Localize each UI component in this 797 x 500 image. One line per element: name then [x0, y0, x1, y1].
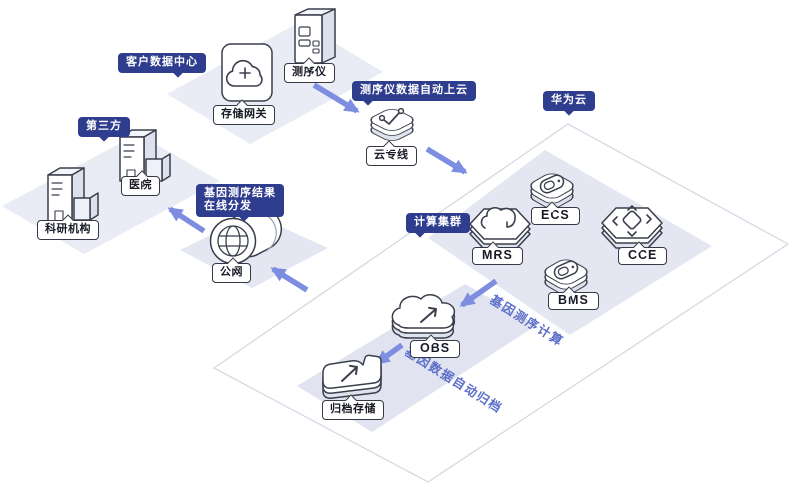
elephant-glyph — [480, 207, 516, 229]
result-distribution-line1: 基因测序结果 — [204, 187, 276, 199]
result-distribution-line2: 在线分发 — [204, 200, 252, 212]
ecs-icon — [525, 170, 579, 212]
sequencer-upload-label-text: 测序仪数据自动上云 — [360, 84, 468, 96]
sequencer-label: 测序仪 — [284, 63, 335, 83]
storage-gateway-label: 存储网关 — [213, 105, 275, 125]
compute-cluster-label-text: 计算集群 — [414, 216, 462, 228]
ecs-label: ECS — [531, 207, 580, 225]
arrow-cluster-to-obs — [459, 278, 498, 308]
research-org-label-text: 科研机构 — [45, 223, 91, 235]
server-capsule-glyph — [553, 260, 579, 280]
obs-label: OBS — [410, 340, 461, 358]
archive-storage-icon — [322, 354, 382, 399]
third-party-label: 第三方 — [78, 117, 130, 137]
result-distribution-label: 基因测序结果 在线分发 — [196, 184, 284, 217]
archive-storage-label-text: 归档存储 — [330, 403, 376, 415]
huawei-cloud-label-text: 华为云 — [551, 94, 587, 106]
obs-icon — [391, 294, 456, 339]
sequencer-upload-label: 测序仪数据自动上云 — [352, 81, 476, 101]
connect-glyph — [378, 107, 405, 125]
archive-storage-label: 归档存储 — [322, 400, 384, 420]
cce-label: CCE — [618, 247, 668, 265]
obs-label-text: OBS — [420, 341, 451, 355]
third-party-label-text: 第三方 — [86, 120, 122, 132]
upload-arrow-glyph — [420, 306, 437, 323]
direct-connect-icon — [365, 106, 419, 144]
storage-gateway-icon — [221, 43, 273, 102]
research-org-label: 科研机构 — [37, 220, 99, 240]
cce-icon — [601, 205, 663, 249]
sequencer-label-text: 测序仪 — [292, 66, 327, 78]
arrow-public-network-to-third-party — [167, 206, 206, 234]
hospital-label-text: 医院 — [129, 179, 152, 191]
storage-gateway-label-text: 存储网关 — [221, 108, 267, 120]
sequencer-icon — [294, 8, 336, 64]
bms-icon — [539, 256, 593, 298]
compute-cluster-label: 计算集群 — [406, 213, 470, 233]
mrs-icon — [469, 207, 531, 250]
arrow-cloud-to-public-network — [270, 266, 309, 293]
bms-label: BMS — [548, 292, 599, 310]
globe-glyph — [217, 225, 249, 257]
bms-label-text: BMS — [558, 293, 589, 307]
server-capsule-glyph — [539, 174, 565, 194]
huawei-cloud-boundary — [212, 123, 790, 483]
public-network-label-text: 公网 — [220, 266, 243, 278]
huawei-cloud-label: 华为云 — [543, 91, 595, 111]
compute-cluster-zone — [428, 150, 712, 335]
mrs-label: MRS — [472, 247, 523, 265]
third-party-zone — [2, 134, 220, 254]
icons-layer — [47, 8, 663, 399]
container-glyph — [612, 205, 652, 237]
cloud-line-label: 云专线 — [366, 146, 417, 166]
public-network-icon — [209, 205, 283, 265]
cloud-line-label-text: 云专线 — [374, 149, 409, 161]
arrow-customer-dc-to-cloud-line — [312, 82, 360, 114]
cce-label-text: CCE — [628, 248, 658, 262]
hospital-icon — [119, 129, 171, 182]
arrow-cloud-line-to-cluster — [425, 146, 468, 175]
cloud-plus-glyph — [225, 59, 263, 87]
public-network-label: 公网 — [212, 263, 251, 283]
customer-dc-label: 客户数据中心 — [118, 53, 206, 73]
hospital-label: 医院 — [121, 176, 160, 196]
upload-arrow-glyph — [341, 364, 358, 382]
ecs-label-text: ECS — [541, 208, 570, 222]
customer-dc-label-text: 客户数据中心 — [126, 56, 198, 68]
mrs-label-text: MRS — [482, 248, 513, 262]
customer-dc-zone — [167, 22, 383, 144]
